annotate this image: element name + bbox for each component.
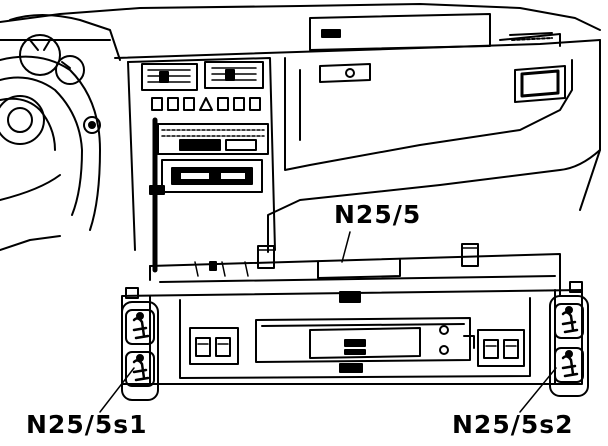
right-switch-label: N25/5s2: [452, 410, 574, 439]
dashboard-outline: [0, 3, 601, 253]
left-switch-label: N25/5s1: [26, 410, 148, 439]
steering-wheel: [0, 55, 101, 251]
center-console: [127, 57, 276, 251]
label-leaders: [99, 231, 557, 413]
left-seat-heater-switch: [121, 301, 159, 401]
instrument-cluster: [9, 14, 121, 85]
right-seat-heater-switch: [549, 295, 589, 397]
climate-control-unit: [121, 243, 583, 385]
main-unit-label: N25/5: [334, 200, 422, 229]
